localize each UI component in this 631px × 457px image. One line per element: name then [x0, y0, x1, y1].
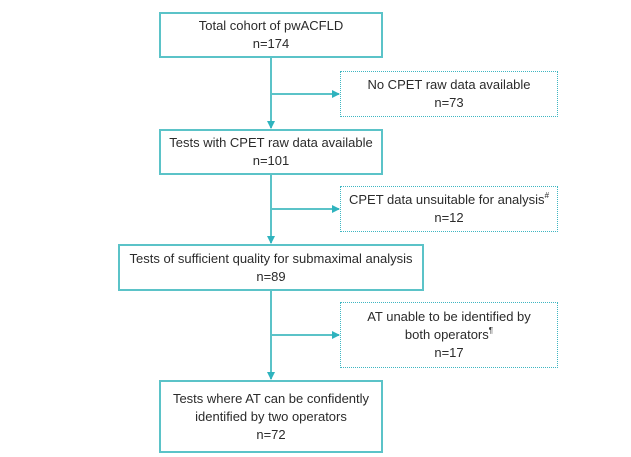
exclusion-no-raw-data: No CPET raw data available n=73 — [340, 71, 558, 117]
box-label-line1: Tests where AT can be confidently — [172, 390, 370, 406]
exclusion-unsuitable-data: CPET data unsuitable for analysis# n=12 — [340, 186, 558, 232]
box-label: Tests of sufficient quality for submaxim… — [129, 250, 413, 266]
footnote-marker: # — [544, 191, 550, 200]
box-count: n=174 — [252, 36, 290, 51]
exclusion-label-line1: AT unable to be identified by — [367, 309, 531, 324]
box-label: Total cohort of pwACFLD — [198, 18, 344, 33]
exclusion-count: n=12 — [434, 210, 464, 225]
box-total-cohort: Total cohort of pwACFLD n=174 — [159, 12, 383, 58]
box-label: Tests with CPET raw data available — [169, 135, 373, 150]
box-count: n=89 — [256, 268, 286, 284]
exclusion-count: n=73 — [434, 95, 464, 110]
box-at-identified: Tests where AT can be confidently identi… — [159, 380, 383, 453]
exclusion-count: n=17 — [434, 345, 464, 360]
box-count: n=101 — [252, 153, 290, 168]
box-raw-data-available: Tests with CPET raw data available n=101 — [159, 129, 383, 175]
box-count: n=72 — [256, 426, 286, 442]
exclusion-at-unidentified: AT unable to be identified by both opera… — [340, 302, 558, 368]
box-label-line2: identified by two operators — [195, 408, 347, 424]
exclusion-label: No CPET raw data available — [367, 77, 531, 92]
exclusion-label: CPET data unsuitable for analysis# — [348, 191, 550, 208]
footnote-marker: ¶ — [488, 326, 494, 335]
box-sufficient-quality: Tests of sufficient quality for submaxim… — [118, 244, 424, 291]
exclusion-label-line2: both operators¶ — [404, 326, 494, 343]
